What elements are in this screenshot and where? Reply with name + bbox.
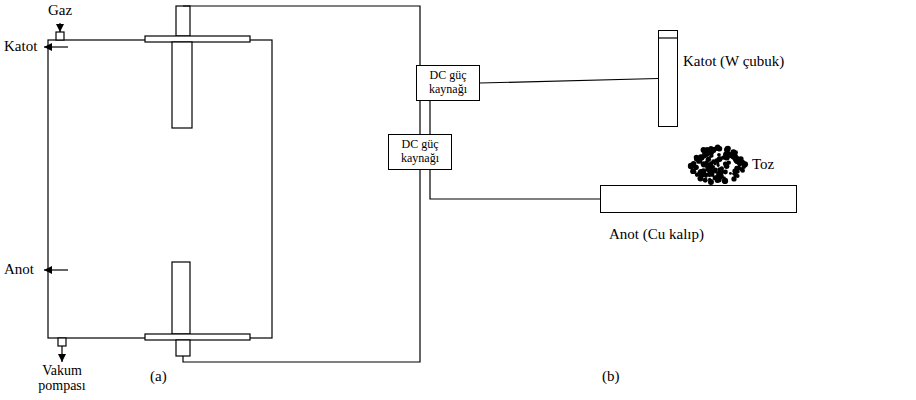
powder-grain <box>709 167 715 173</box>
powder-grain <box>704 148 709 153</box>
power-supply-box: DC güç kaynağı <box>416 65 480 101</box>
cathode-holder <box>176 6 190 36</box>
part-label: Katot <box>4 38 37 55</box>
gas-arrow <box>59 23 60 32</box>
cathode-rod: Katot (W çubuk) <box>658 30 678 127</box>
powder-grain <box>708 146 712 150</box>
powder-grain <box>694 167 697 170</box>
powder-grain <box>688 163 694 169</box>
powder-grain <box>701 161 707 167</box>
node-text: Anot (Cu kalıp) <box>609 226 704 243</box>
powder-grain <box>715 175 718 178</box>
powder-grain <box>734 173 738 177</box>
pump-outlet <box>58 338 66 346</box>
powder-grain <box>716 158 721 163</box>
wire <box>430 101 600 199</box>
powder-grain <box>701 168 707 174</box>
pump-arrow <box>61 346 62 362</box>
powder-grain <box>706 157 711 162</box>
powder-grain <box>717 153 721 157</box>
part-label: Vakum pompası <box>30 364 94 393</box>
powder-grain <box>729 172 732 175</box>
powder-grain <box>740 168 745 173</box>
powder-grain <box>700 174 703 177</box>
anode-flange <box>145 334 250 340</box>
powder-grain <box>734 159 738 163</box>
wire <box>183 6 420 134</box>
cathode-flange <box>145 36 250 42</box>
cathode-rod <box>172 42 192 128</box>
power-supply-box: DC güç kaynağı <box>388 134 452 170</box>
wires <box>183 6 420 362</box>
anode-mold: Anot (Cu kalıp) <box>600 185 797 213</box>
powder-grain <box>704 175 707 178</box>
node-text: DC güç kaynağı <box>391 138 449 166</box>
node-text: Katot (W çubuk) <box>683 53 784 70</box>
anode-leader <box>44 269 68 270</box>
wire <box>480 79 658 84</box>
powder-grain <box>709 169 712 172</box>
powder-grain <box>710 154 713 157</box>
powder-grain <box>722 178 728 184</box>
part-label: Anot <box>4 261 34 278</box>
powder-grain <box>737 166 740 169</box>
part-label: Gaz <box>42 2 78 19</box>
powder-grain <box>723 170 728 175</box>
vacuum-chamber <box>48 40 272 338</box>
powder-grain <box>703 178 708 183</box>
powder-grain <box>717 164 720 167</box>
gas-inlet <box>56 32 64 40</box>
cathode-leader <box>44 46 68 47</box>
node-text: DC güç kaynağı <box>419 69 477 97</box>
rod-cap-line <box>658 37 678 38</box>
part-label: Toz <box>752 156 774 173</box>
powder-grain <box>694 155 699 160</box>
anode-rod <box>172 262 190 334</box>
powder-grain <box>711 159 715 163</box>
anode-holder <box>176 340 190 356</box>
powder-heap <box>688 144 748 184</box>
powder-grain <box>709 146 715 152</box>
part-label: (a) <box>150 368 167 385</box>
powder-grain <box>717 167 721 171</box>
wire <box>183 170 420 362</box>
powder-grain <box>724 164 729 169</box>
powder-grain <box>717 156 723 162</box>
powder-grain <box>723 178 726 181</box>
powder-grain <box>742 161 748 167</box>
powder-grain <box>725 146 730 151</box>
powder-grain <box>706 157 711 162</box>
part-label: (b) <box>602 368 620 385</box>
